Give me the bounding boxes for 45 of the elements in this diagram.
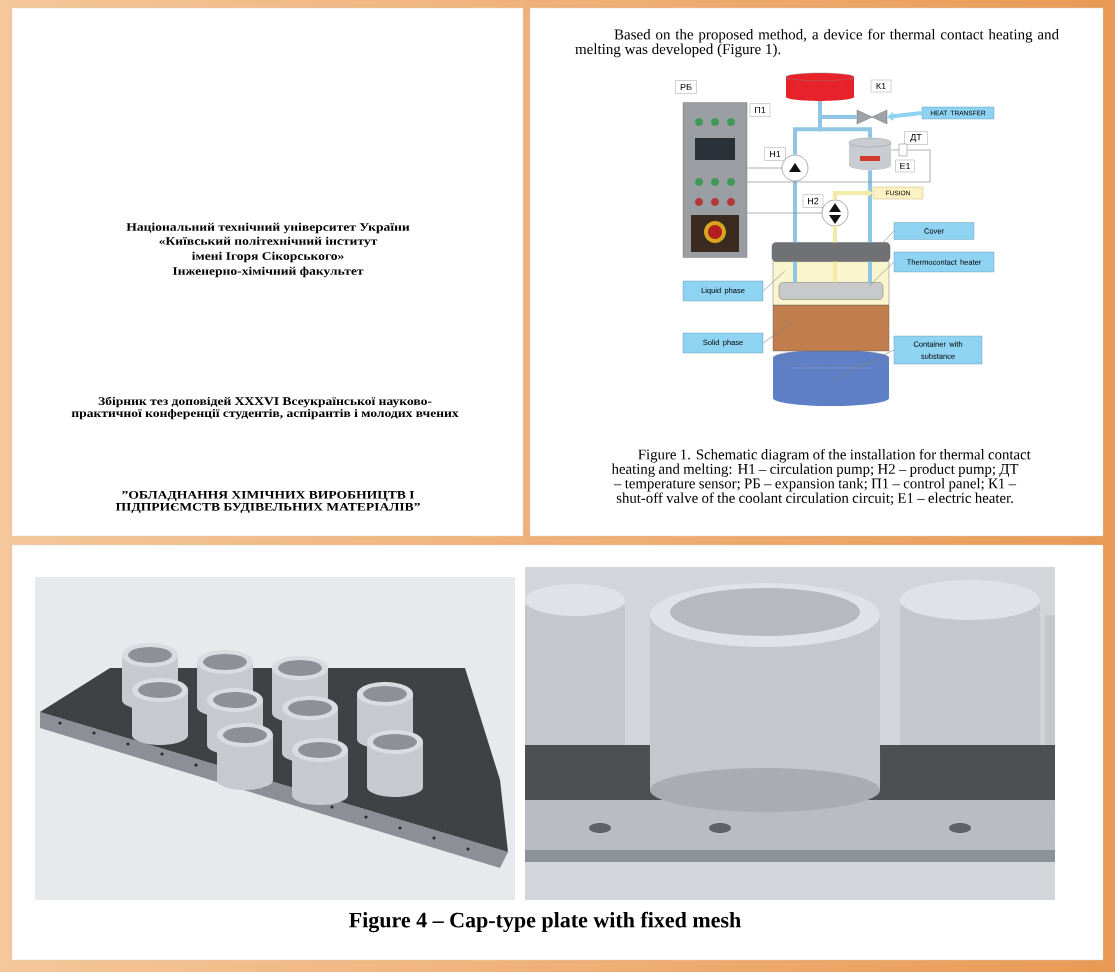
connector-line <box>746 149 931 183</box>
pipe <box>818 101 872 138</box>
code-label: К1 <box>870 79 892 93</box>
pipe <box>793 181 797 243</box>
pump-symbol <box>781 154 809 182</box>
expansion-tank <box>785 72 855 101</box>
connector-line <box>746 212 823 214</box>
connector-line <box>868 261 895 287</box>
heading-line: «Київський політехнічний інститут <box>159 236 378 248</box>
pipe <box>868 170 872 243</box>
connector-line <box>762 321 794 344</box>
connector-line <box>746 167 783 169</box>
pipe <box>833 261 837 283</box>
code-label: Н1 <box>764 147 786 161</box>
pipe <box>793 261 797 283</box>
connector-line <box>762 270 786 292</box>
code-label: П1 <box>749 103 771 117</box>
heater-plate <box>778 282 884 300</box>
heading-line: Національний технічний університет України <box>126 222 410 234</box>
pipe <box>868 261 872 283</box>
pump-symbol <box>821 199 849 227</box>
arrow <box>833 188 873 200</box>
code-label: Е1 <box>895 159 915 173</box>
collection-title: Збірник тез доповідей XXXVI Всеукраїнської науково-практичної конференції студентів, аспірантів і молодих вчених <box>71 396 459 420</box>
heading-line: Інженерно-хімічний факультет <box>172 266 364 278</box>
body-paragraph: Based on the proposed method, a device for thermal contact heating and melting was developed (Figure 1). <box>575 28 1059 58</box>
heading-line: імені Ігоря Сікорського» <box>192 251 344 263</box>
container-drum <box>772 349 890 406</box>
code-label: Н2 <box>802 194 824 208</box>
connector-line <box>890 149 900 151</box>
conference-title: ”ОБЛАДНАННЯ ХІМІЧНИХ ВИРОБНИЦТВ І ПІДПРИЄМСТВ БУДІВЕЛЬНИХ МАТЕРІАЛІВ” <box>115 490 420 514</box>
solid-layer <box>772 304 890 352</box>
figure-caption: Figure 1. Schematic diagram of the installation for thermal contact heating and melting: Н1 – circulation pump; Н2 – product pump; ДТ – temperature sensor; РБ – expansion tank; П1 – control panel; К1 – shut-off valve of the coolant circulation circuit; Е1 – electric heater. <box>611 448 1031 506</box>
figure-caption: Figure 4 – Cap-type plate with fixed mesh <box>349 911 741 933</box>
code-label: РБ <box>675 80 697 94</box>
heater-unit <box>848 137 892 170</box>
arrow <box>887 111 923 121</box>
code-label: ДТ <box>904 131 928 145</box>
connector-line <box>875 230 895 251</box>
valve-symbol <box>856 109 888 125</box>
connector-line <box>830 349 895 382</box>
sensor-symbol <box>898 143 908 157</box>
pipe <box>833 226 837 243</box>
control-panel <box>682 102 748 258</box>
container-cover <box>771 242 891 262</box>
